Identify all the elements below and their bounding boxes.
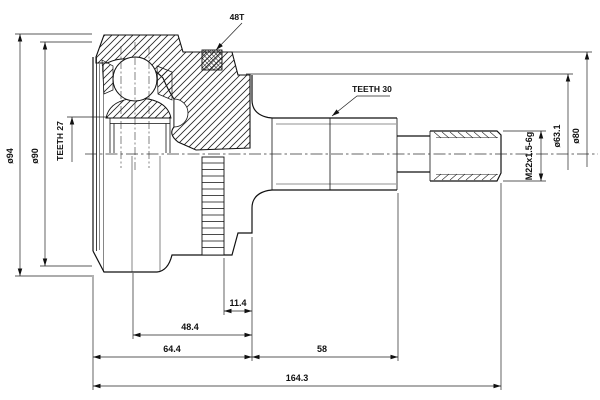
bell-mouth: [92, 57, 104, 272]
dim-label-bell-length: 64.4: [163, 344, 181, 354]
callout-label-abs-ring: 48T: [230, 12, 245, 22]
dim-label-bell-groove: ø90: [30, 148, 40, 164]
dim-label-thread: M22x1.5-6g: [524, 132, 534, 181]
dim-label-ring-to-face: 48.4: [181, 322, 199, 332]
track-notch: [173, 98, 189, 128]
dim-ring-offset: 11.4: [223, 237, 253, 361]
center-lines: [85, 42, 598, 172]
dim-total-length: 164.3: [93, 183, 502, 390]
dim-label-ring-offset: 11.4: [229, 298, 246, 308]
dim-bell-length: 64.4: [92, 275, 252, 390]
abs-ring-section: [201, 49, 223, 71]
dim-label-boot-seat: ø63.1: [552, 124, 562, 147]
cage-section-right: [156, 65, 173, 101]
dimension-lines: ø94 ø90 TEETH 27 48T TEETH 30: [5, 12, 592, 390]
dim-boot-seat: ø63.1: [246, 73, 573, 170]
dim-label-bell-od: ø94: [5, 148, 15, 164]
body-face-fillet-top: [251, 75, 273, 119]
joint-body-section: [92, 34, 273, 273]
dim-label-spline-length: 58: [317, 344, 327, 354]
callout-label-shaft-spline: TEETH 30: [352, 84, 392, 94]
stem-shaft: [271, 117, 502, 191]
callout-abs-ring: 48T: [215, 12, 245, 51]
dim-bell-groove: ø90: [30, 41, 92, 267]
hub-spline-bore: [106, 117, 171, 153]
bell-outline-bottom: [92, 189, 273, 273]
dim-thread: M22x1.5-6g: [503, 130, 546, 182]
dim-spline-length: 58: [252, 193, 399, 361]
callout-shaft-spline: TEETH 30: [331, 84, 392, 117]
dim-label-total-length: 164.3: [286, 373, 309, 383]
abs-ring-teeth-band: [201, 156, 225, 256]
dim-abs-ring-od: ø80: [224, 51, 592, 167]
callout-label-hub-spline: TEETH 27: [55, 121, 65, 161]
dim-label-abs-ring-od: ø80: [571, 128, 581, 144]
callout-hub-spline: TEETH 27: [55, 116, 108, 162]
thread-section: [430, 130, 502, 182]
dim-bell-od: ø94: [5, 33, 92, 277]
dim-ring-to-face: 48.4: [132, 273, 252, 339]
